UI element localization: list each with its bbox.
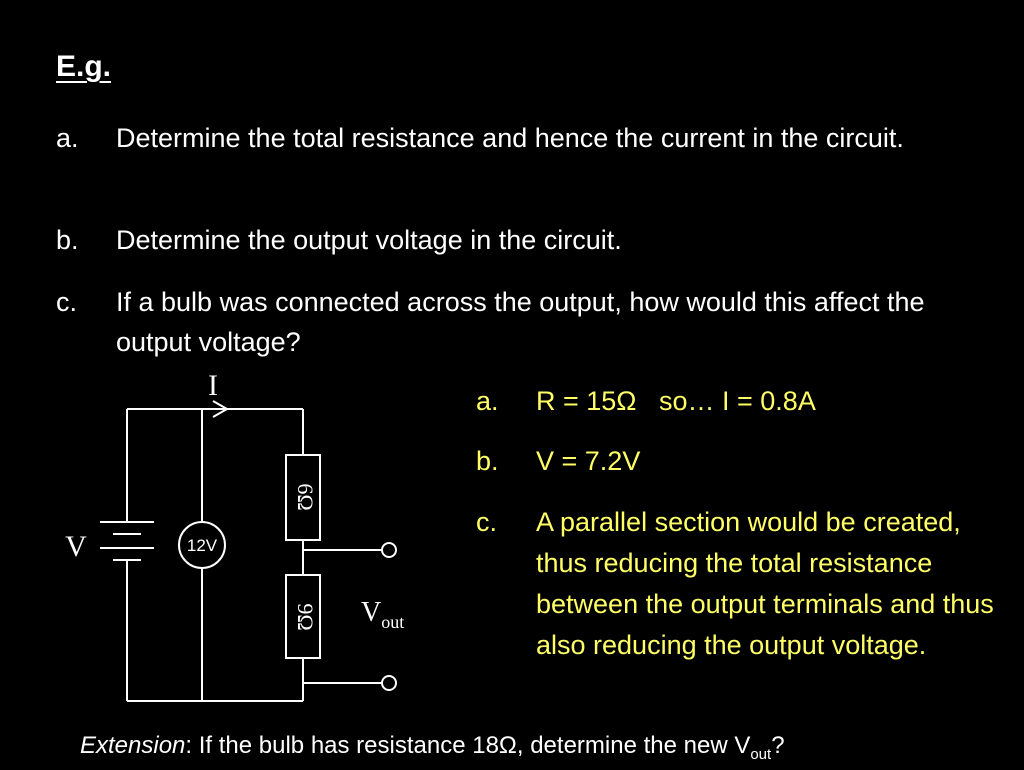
current-arrow-icon: [212, 400, 230, 418]
voltmeter-label: 12V: [187, 536, 218, 555]
question-label: a.: [56, 123, 79, 153]
vout-sub: out: [381, 612, 404, 632]
answer-text: V = 7.2V: [536, 446, 641, 476]
output-terminal-icon: [381, 542, 397, 558]
extension-text: : If the bulb has resistance 18Ω, determ…: [185, 732, 751, 759]
answer-text: R = 15Ω so… I = 0.8A: [536, 386, 816, 416]
extension-italic: Extension: [80, 732, 186, 759]
question-text: Determine the output voltage in the circ…: [116, 225, 622, 255]
vout-label: Vout: [361, 597, 404, 632]
answer-label: b.: [476, 446, 499, 476]
answer-label: c.: [476, 507, 498, 537]
resistor-top-label: 6Ω: [293, 483, 318, 510]
voltmeter-icon: [178, 521, 226, 569]
extension-end: ?: [771, 732, 785, 759]
extension-question: Extension: If the bulb has resistance 18…: [80, 731, 785, 770]
question-label: c.: [56, 287, 78, 317]
question-text: If a bulb was connected across the outpu…: [116, 287, 925, 357]
extension-sub: out: [750, 745, 772, 763]
answer-label: a.: [476, 386, 499, 416]
output-terminal-icon: [381, 675, 397, 691]
slide-heading: E.g.: [56, 50, 112, 83]
vout-main: V: [361, 597, 381, 628]
answer-text: A parallel section would be created, thu…: [536, 507, 994, 660]
resistor-bottom-label: 9Ω: [293, 603, 318, 630]
battery-label: V: [65, 530, 87, 563]
question-label: b.: [56, 225, 79, 255]
current-label: I: [208, 369, 218, 402]
question-text: Determine the total resistance and hence…: [116, 123, 904, 153]
